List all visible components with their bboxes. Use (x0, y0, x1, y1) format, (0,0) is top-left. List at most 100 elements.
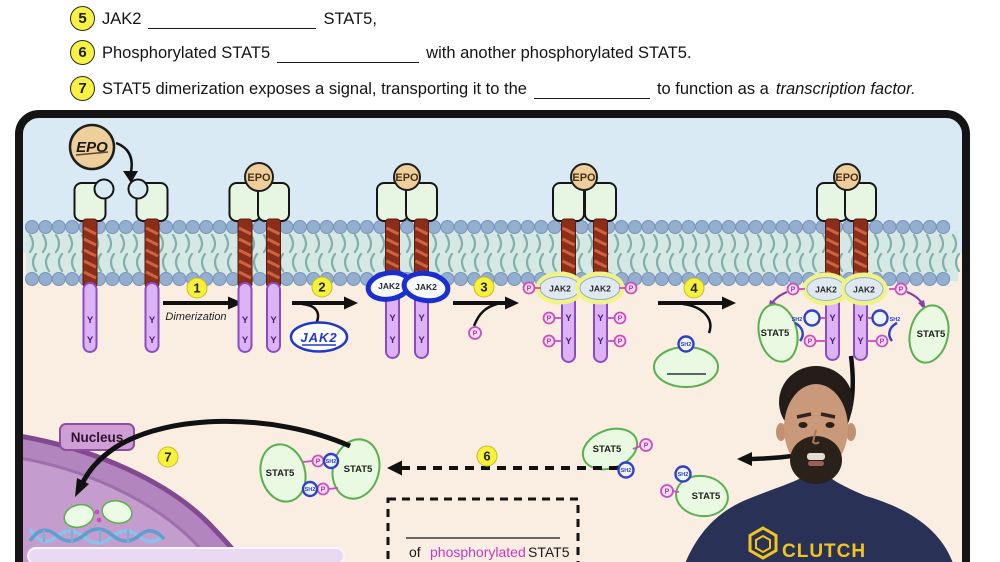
question-7-italic: transcription factor. (775, 80, 916, 98)
sh2-label: SH2 (792, 317, 803, 323)
phosphate-label: P (618, 316, 623, 323)
phosphate-label: P (791, 287, 796, 294)
step-6: 6 (483, 449, 490, 464)
phosphate-label: P (880, 339, 885, 346)
jak2-active (844, 277, 884, 301)
question-7: 7 STAT5 dimerization exposes a signal, t… (70, 76, 916, 101)
phosphate-group (803, 334, 817, 348)
answer-box (386, 497, 580, 562)
nucleus-label: Nucleus (71, 430, 124, 445)
step-3: 3 (480, 280, 487, 295)
tyrosine-residue: Y (857, 313, 864, 324)
epo-receptor-unit: YY (844, 182, 877, 361)
receptor-tail (237, 282, 253, 353)
question-6: 6 Phosphorylated STAT5 with another phos… (70, 40, 692, 65)
tyrosine-residue: Y (418, 313, 425, 324)
stat5-unlabeled (653, 346, 719, 388)
tyrosine-residue: Y (565, 336, 572, 347)
tyrosine-residue: Y (829, 313, 836, 324)
phosphate-label: P (527, 286, 532, 293)
step-2: 2 (318, 280, 325, 295)
receptor-tail (144, 282, 160, 353)
dimerization-label: Dimerization (165, 311, 226, 323)
jak2-label: JAK2 (589, 284, 611, 294)
stat5-label: STAT5 (266, 468, 295, 479)
stat5-release-arrow (737, 452, 752, 466)
stat5-label: STAT5 (593, 444, 622, 455)
step-3-badge (473, 276, 495, 298)
epo-receptor-unit: YY (376, 182, 409, 359)
question-7-text-after: to function as a (656, 80, 769, 98)
step-arrows: 1 2 3 4 Dimerization (163, 276, 736, 334)
sh2-domain (871, 309, 889, 327)
question-7-text: STAT5 dimerization exposes a signal, tra… (102, 80, 527, 98)
sh2-label: SH2 (305, 487, 316, 493)
free-epo-ligand (68, 123, 116, 171)
tyrosine-residue: Y (87, 335, 94, 346)
question-6-text: Phosphorylated STAT5 (102, 44, 271, 62)
epo-bound (393, 163, 421, 191)
tyrosine-residue: Y (829, 336, 836, 347)
phosphate-group (613, 311, 627, 325)
question-6-number: 6 (70, 40, 95, 65)
question-5-text: JAK2 (102, 10, 142, 28)
phosphate-group (468, 326, 482, 340)
epo-label: EPO (247, 172, 271, 184)
step-7: 7 (164, 450, 171, 465)
epo-receptor-unit: YY (228, 182, 262, 353)
phosphate-label: P (473, 331, 478, 338)
sh2-domain (677, 335, 695, 353)
receptor-tail (82, 282, 98, 353)
step-1: 1 (193, 281, 200, 296)
phosphate-label: P (629, 286, 634, 293)
phosphate-label: P (321, 487, 326, 494)
stat5-dimer-left (259, 443, 307, 503)
diagram-panel-border (15, 110, 970, 562)
question-7-answer-blank (533, 82, 650, 99)
dna-helix (28, 527, 166, 545)
sh2-domain (322, 452, 340, 470)
clutch-wordmark: CLUTCH (782, 541, 866, 562)
epo-label: EPO (572, 172, 596, 184)
jak2-label: JAK2 (853, 285, 875, 295)
tyrosine-residue: Y (149, 315, 156, 326)
caption-bar (27, 547, 345, 562)
jak2-label: JAK2 (415, 282, 437, 292)
phosphate-label: P (899, 287, 904, 294)
receptor-tail (561, 294, 576, 363)
box-word-stat5: STAT5 (528, 544, 570, 560)
stat5-label: STAT5 (761, 328, 790, 339)
ligand-notch (93, 178, 115, 200)
tyrosine-residue: Y (857, 336, 864, 347)
question-6-answer-blank (277, 46, 420, 63)
phosphate-group (786, 282, 800, 296)
jak2-handwritten-label: JAK2 (300, 330, 337, 345)
step-4: 4 (690, 281, 698, 296)
epo-receptor-unit: YY (73, 178, 115, 353)
sh2-domain (617, 461, 635, 479)
sh2-label: SH2 (681, 342, 692, 348)
phosphate-group (542, 334, 556, 348)
step-1-badge (186, 277, 208, 299)
tyrosine-residue: Y (418, 335, 425, 346)
jak2-label: JAK2 (378, 281, 400, 291)
sh2-domain (674, 465, 692, 483)
phosphate-group (875, 334, 889, 348)
phosphate-label: P (665, 489, 670, 496)
epo-label: EPO (395, 172, 419, 184)
tyrosine-residue: Y (87, 315, 94, 326)
phosphate-label: P (808, 339, 813, 346)
nuclear-transport-arrow (75, 478, 89, 497)
jak2-circled (401, 270, 451, 304)
phosphate-group (613, 334, 627, 348)
tyrosine-residue: Y (270, 315, 277, 326)
sh2-label: SH2 (621, 468, 632, 474)
ligand-notch (127, 178, 149, 200)
tyrosine-residue: Y (597, 336, 604, 347)
stat5-docked (908, 304, 950, 364)
step-6-badge (476, 445, 498, 467)
tyrosine-residue: Y (270, 335, 277, 346)
receptor-tail (266, 282, 281, 353)
